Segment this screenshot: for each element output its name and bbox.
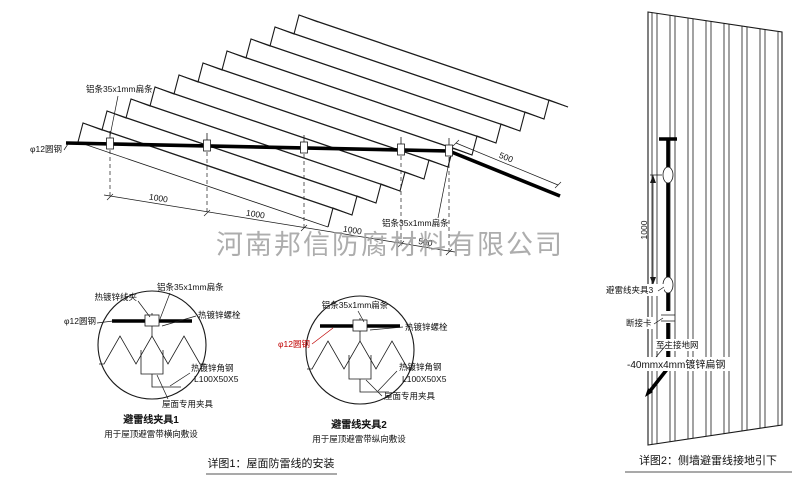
dim-1000-a: 1000 [148,192,169,205]
wall-elevation-view: 避雷线夹具3 断接卡 至主接地网 -40mmx4mm镀锌扁钢 1000 [604,11,783,446]
detail1-angle-steel [151,374,181,388]
label-bg [654,339,704,351]
dim-500-b: 500 [498,150,515,165]
detail1-label-clamp: 热镀锌线夹 [94,292,137,302]
detail2-label-roof-clamp: 屋面专用夹具 [384,391,436,401]
detail2-sheet-profile [307,340,413,370]
detail2-subtitle: 用于屋顶避雷带纵向敷设 [312,434,406,444]
detail1-subtitle: 用于屋顶避雷带横向敷设 [104,429,198,439]
lightning-wire [65,141,561,198]
wall-outline [647,11,783,446]
detail2-circle [305,295,415,405]
detail1-clamp-plate [144,314,160,327]
dimension-ticks [106,193,453,256]
detail2-label-bolt: 热镀锌螺栓 [405,322,448,332]
dim-1000-b: 1000 [245,208,266,221]
detail1-label-roof-clamp: 屋面专用夹具 [162,399,214,409]
detail1-bracket [140,350,164,375]
wall-label-disconnect: 断接卡 [626,318,652,328]
label-bg [625,357,737,371]
caption-detail1: 详图1：屋面防雷线的安装 [207,456,334,470]
detail2-label-angle-spec: L100X50X5 [402,374,447,384]
dim-1000-c: 1000 [342,224,363,237]
wall-label-flat-steel: -40mmx4mm镀锌扁钢 [627,358,725,371]
label-round-steel: φ12圆钢 [30,144,62,154]
detail1-label-strip: 铝条35x1mm扁条 [157,282,224,292]
detail2-label-angle-steel: 热镀锌角钢 [399,362,442,372]
wall-label-clamp3: 避雷线夹具3 [606,285,654,295]
wall-dim-1000: 1000 [639,220,649,239]
wall-label-to-ground: 至主接地网 [656,340,699,350]
roof-isometric-view: 铝条35x1mm扁条 φ12圆钢 铝条35x1mm扁条 1000 1000 10… [30,14,569,256]
wall-clamp-lower [662,276,674,294]
label-bg [624,317,656,329]
detail2-label-strip: 铝条35x1mm扁条 [322,300,389,310]
wall-ribs [651,13,779,444]
detail2-red-leader [311,327,334,345]
roof-peak-lines [82,14,550,209]
caption-detail2: 详图2：侧墙避雷线接地引下 [639,453,777,467]
detail1-label-angle-steel: 热镀锌角钢 [191,363,234,373]
detail2-label-round-steel: φ12圆钢 [278,339,310,349]
detail2-leader-lines [357,310,404,397]
ground-lead [648,366,670,393]
dimension-line [103,194,456,253]
captions: 详图1：屋面防雷线的安装 详图2：侧墙避雷线接地引下 [206,453,792,475]
wall-leader-lines [653,286,668,358]
disconnect-gap [662,311,674,323]
label-strip-bottom: 铝条35x1mm扁条 [382,218,449,228]
detail1-sheet-profile [99,335,205,365]
dim-arrow-up [650,175,656,183]
roof-leader-lines [63,95,451,219]
roof-top-edge-profile [77,14,319,143]
detail1-label-round-steel: φ12圆钢 [64,316,96,326]
watermark: 河南邦信防腐材料有限公司 [216,230,564,260]
ground-arrowhead [645,388,653,397]
detail1-label-angle-spec: L100X50X5 [194,374,239,384]
dim-500-a: 500 [418,236,434,248]
detail1-title: 避雷线夹具1 [122,413,179,426]
dim-arrow-down [650,277,656,285]
disconnect-symbol [661,314,675,322]
detail2-title: 避雷线夹具2 [330,418,387,431]
detail2-clamp-plate [352,319,368,332]
label-strip-top: 铝条35x1mm扁条 [86,84,153,94]
wall-clamp-upper [662,166,674,184]
detail2-bracket [348,355,372,380]
roof-bottom-edge-profile [327,99,569,228]
detail2-angle-steel [359,379,389,393]
detail-2-view: 铝条35x1mm扁条 热镀锌螺栓 φ12圆钢 热镀锌角钢 L100X50X5 屋… [278,295,448,444]
detail1-leader-lines [96,292,197,400]
label-bg [604,284,664,296]
detail1-label-bolt: 热镀锌螺栓 [198,310,241,320]
dimension-line-diagonal [452,139,562,189]
detail-1-view: 热镀锌线夹 铝条35x1mm扁条 热镀锌螺栓 φ12圆钢 热镀锌角钢 L100X… [64,282,241,439]
dimension-extension-lines [109,150,450,251]
detail1-circle [97,290,207,400]
